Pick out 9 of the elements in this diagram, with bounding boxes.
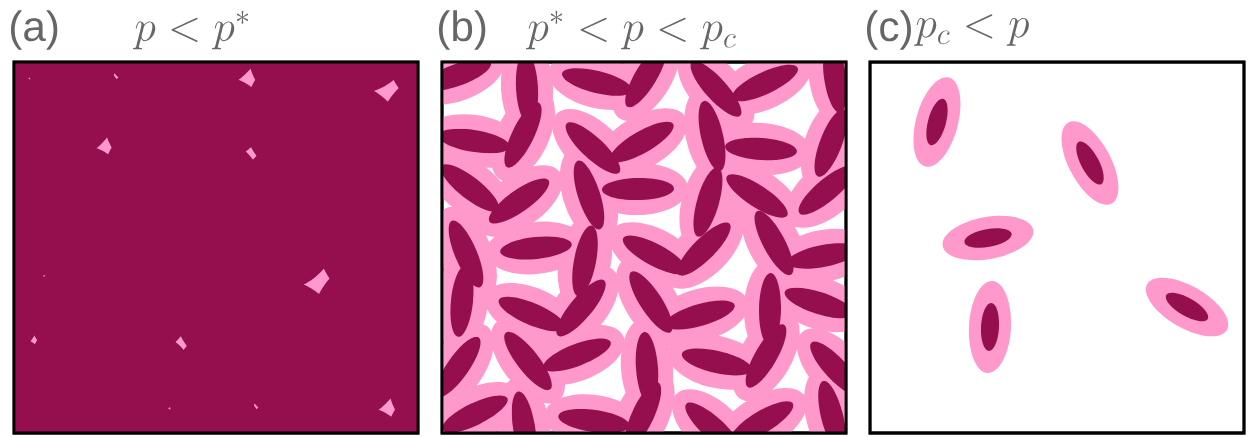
panel: (a) $p < p^*$ (11, 10, 420, 435)
node-label: $p < p^*$ (133, 10, 249, 50)
node-label: (c) (866, 10, 911, 50)
panel: (c)$p_c < p$ (867, 10, 1246, 435)
node-label: (b) (438, 10, 486, 50)
node-label: $p^* < p < p_c$ (526, 10, 736, 50)
node-label: (a) (10, 10, 58, 50)
panel: (b) $p^* < p < p_c$ (439, 10, 848, 435)
node-label: $p_c < p$ (914, 14, 1029, 46)
